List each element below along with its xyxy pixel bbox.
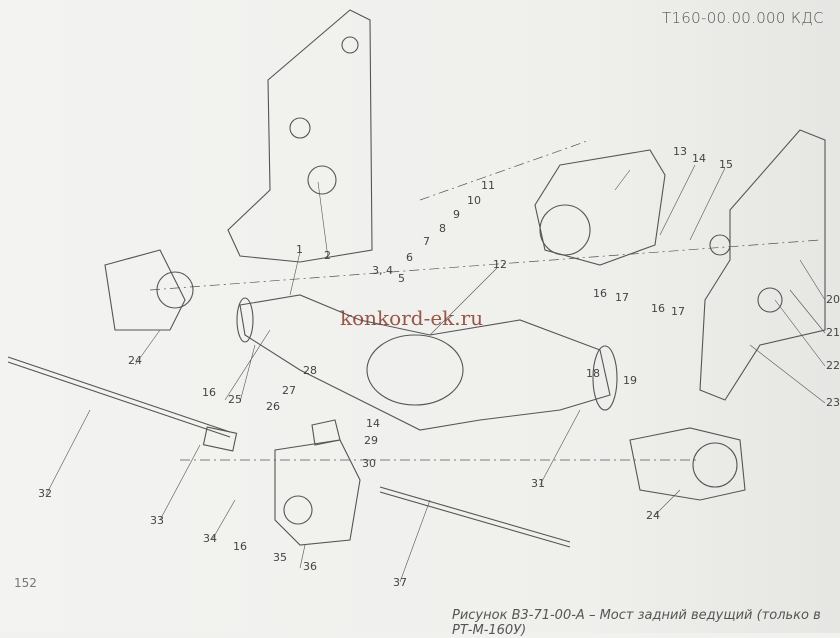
figure-caption: Рисунок В3-71-00-А – Мост задний ведущий… [452, 608, 821, 638]
callout-label: 22 [826, 359, 840, 372]
right-axle-shaft [379, 486, 571, 548]
differential-housing [274, 439, 361, 546]
left-wheel-hub [104, 249, 186, 331]
right-wheel-hub [629, 427, 746, 501]
callout-label: 12 [493, 258, 507, 271]
callout-label: 2 [324, 249, 331, 262]
callout-label: 16 [593, 287, 607, 300]
callout-label: 14 [366, 417, 380, 430]
callout-label: 23 [826, 396, 840, 409]
left-axle-shaft [7, 356, 231, 438]
gearbox-housing [534, 149, 666, 266]
callout-label: 3, 4 [372, 264, 393, 277]
callout-label: 24 [646, 509, 660, 522]
callout-label: 18 [586, 367, 600, 380]
callout-label: 26 [266, 400, 280, 413]
left-mounting-plate [227, 9, 373, 263]
callout-label: 8 [439, 222, 446, 235]
callout-label: 35 [273, 551, 287, 564]
callout-label: 14 [692, 152, 706, 165]
callout-label: 24 [128, 354, 142, 367]
axle-housing [239, 294, 611, 431]
callout-label: 1 [296, 243, 303, 256]
callout-label: 21 [826, 326, 840, 339]
coupling-sleeve [202, 426, 238, 452]
callout-label: 25 [228, 393, 242, 406]
callout-label: 16 [233, 540, 247, 553]
callout-label: 16 [202, 386, 216, 399]
page-number: 152 [14, 576, 37, 590]
callout-label: 30 [362, 457, 376, 470]
watermark: konkord-ek.ru [340, 306, 484, 330]
callout-label: 15 [719, 158, 733, 171]
callout-label: 5 [398, 272, 405, 285]
callout-label: 34 [203, 532, 217, 545]
callout-label: 33 [150, 514, 164, 527]
callout-label: 37 [393, 576, 407, 589]
callout-label: 20 [826, 293, 840, 306]
callout-label: 7 [423, 235, 430, 248]
callout-label: 17 [615, 291, 629, 304]
callout-label: 11 [481, 179, 495, 192]
callout-label: 28 [303, 364, 317, 377]
callout-label: 10 [467, 194, 481, 207]
callout-label: 19 [623, 374, 637, 387]
right-mounting-plate [699, 129, 826, 401]
document-code: Т160-00.00.000 КДС [662, 9, 824, 27]
callout-label: 27 [282, 384, 296, 397]
callout-label: 9 [453, 208, 460, 221]
callout-label: 32 [38, 487, 52, 500]
brake-unit [311, 419, 341, 446]
callout-label: 16 [651, 302, 665, 315]
callout-label: 6 [406, 251, 413, 264]
callout-label: 31 [531, 477, 545, 490]
callout-label: 13 [673, 145, 687, 158]
callout-label: 29 [364, 434, 378, 447]
callout-label: 36 [303, 560, 317, 573]
callout-label: 17 [671, 305, 685, 318]
